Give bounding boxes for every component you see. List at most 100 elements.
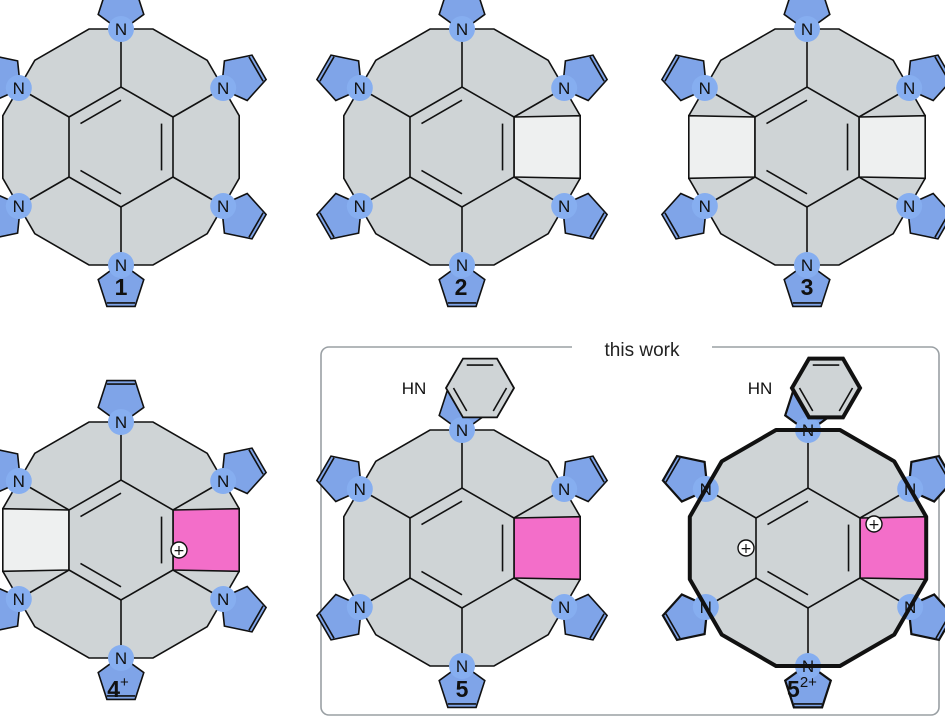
nitrogen-label: N — [801, 20, 813, 39]
nitrogen-atom — [210, 75, 237, 101]
benzo-ring — [789, 356, 863, 420]
nitrogen-atom — [346, 75, 373, 101]
circled-plus-icon: + — [865, 515, 883, 533]
nitrogen-label: N — [115, 413, 127, 432]
charge-circle — [737, 539, 755, 557]
nitrogen-label: N — [115, 256, 127, 275]
nitrogen-label: N — [903, 197, 915, 216]
nitrogen-atom — [210, 586, 237, 612]
nitrogen-label: N — [456, 20, 468, 39]
double-bond — [766, 99, 808, 125]
charge-sign: + — [740, 541, 752, 557]
this-work-box-gap — [572, 338, 712, 360]
pyrrole-ring — [438, 262, 486, 308]
magenta-ring — [172, 507, 240, 573]
pale-ring — [858, 114, 926, 180]
double-bond — [589, 613, 605, 639]
nitrogen-atom — [5, 75, 32, 101]
nitrogen-atom — [210, 468, 237, 494]
nh-label: HN — [748, 379, 773, 398]
double-bond — [798, 387, 814, 412]
compound-label-5: 5 — [456, 676, 469, 702]
nitrogen-atom — [794, 16, 820, 42]
double-bond — [421, 500, 463, 526]
double-bond — [80, 99, 122, 125]
double-bond — [589, 56, 605, 82]
double-bond — [664, 212, 680, 238]
double-bond — [319, 56, 335, 82]
nitrogen-label: N — [115, 649, 127, 668]
compound-label-4: 4+ — [107, 674, 129, 702]
double-bond — [934, 56, 945, 76]
nitrogen-label: N — [558, 79, 570, 98]
nitrogen-label: N — [217, 79, 229, 98]
nitrogen-atom — [551, 594, 578, 620]
pale-ring — [2, 507, 70, 573]
nitrogen-label: N — [456, 657, 468, 676]
double-bond — [248, 449, 264, 475]
double-bond — [664, 56, 680, 82]
double-bond — [248, 605, 264, 631]
pyrrole-ring — [783, 262, 831, 308]
double-bond — [80, 562, 122, 588]
circled-plus-icon: + — [737, 539, 755, 557]
pale-ring — [513, 114, 581, 180]
double-bond — [665, 613, 681, 639]
nitrogen-label: N — [903, 79, 915, 98]
nitrogen-atom — [449, 417, 475, 443]
nitrogen-atom — [449, 653, 475, 679]
double-bond — [838, 387, 854, 412]
nitrogen-atom — [551, 75, 578, 101]
nitrogen-atom — [551, 193, 578, 219]
nitrogen-label: N — [217, 590, 229, 609]
compound-label-3: 3 — [801, 274, 814, 300]
double-bond — [248, 56, 264, 82]
pyrrole-ring — [97, 262, 145, 308]
double-bond — [767, 500, 809, 526]
double-bond — [80, 492, 122, 518]
nitrogen-label: N — [354, 598, 366, 617]
nitrogen-atom — [551, 476, 578, 502]
double-bond — [421, 570, 463, 596]
magenta-ring — [513, 515, 581, 581]
double-bond — [80, 169, 122, 195]
nitrogen-label: N — [456, 256, 468, 275]
nitrogen-label: N — [801, 256, 813, 275]
double-bond — [421, 99, 463, 125]
nh-label: HN — [402, 379, 427, 398]
double-bond — [319, 212, 335, 238]
double-bond — [934, 218, 945, 238]
double-bond — [319, 457, 335, 483]
nitrogen-atom — [449, 252, 475, 278]
double-bond — [589, 212, 605, 238]
nitrogen-atom — [346, 476, 373, 502]
double-bond — [452, 387, 468, 412]
pyrrole-ring — [97, 655, 145, 701]
nitrogen-label: N — [456, 421, 468, 440]
pyrrole-ring — [438, 0, 486, 32]
compound-label-5-dication: 52+ — [787, 674, 817, 702]
nitrogen-label: N — [115, 20, 127, 39]
pale-ring — [688, 114, 756, 180]
circled-plus-icon: + — [170, 541, 188, 559]
nitrogen-label: N — [13, 590, 25, 609]
nitrogen-atom — [5, 586, 32, 612]
compound-label-2: 2 — [455, 274, 468, 300]
double-bond — [935, 457, 945, 476]
nitrogen-label: N — [699, 79, 711, 98]
charge-circle — [170, 541, 188, 559]
nitrogen-atom — [5, 193, 32, 219]
nitrogen-atom — [108, 16, 134, 42]
nitrogen-label: N — [558, 480, 570, 499]
nitrogen-label: N — [354, 197, 366, 216]
nitrogen-label: N — [13, 79, 25, 98]
nitrogen-atom — [108, 409, 134, 435]
nitrogen-atom — [691, 193, 718, 219]
nitrogen-atom — [896, 75, 923, 101]
